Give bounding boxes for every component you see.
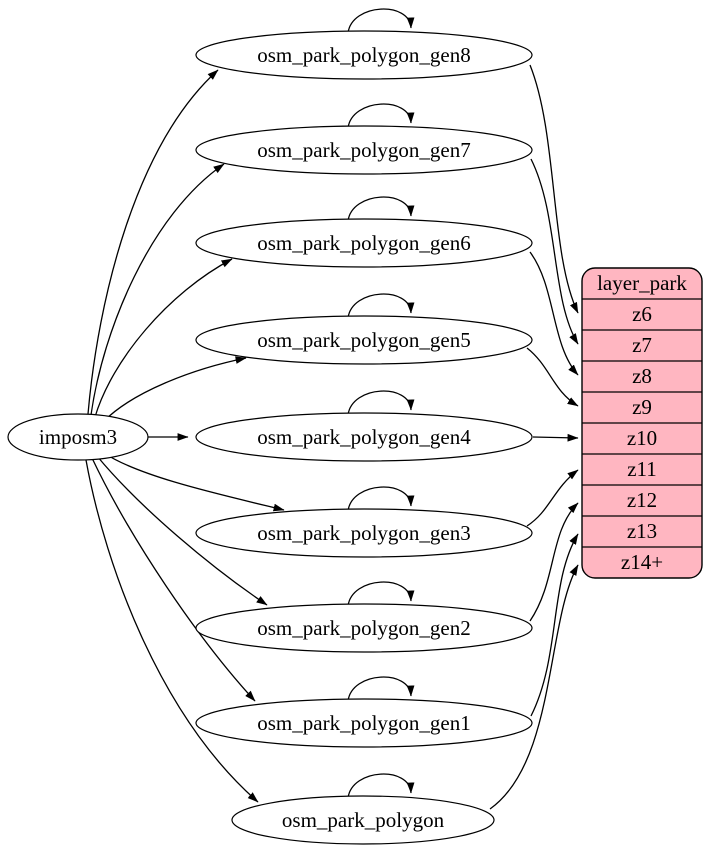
node-gen6 xyxy=(195,218,533,268)
row-z14: z14+ xyxy=(621,550,663,574)
row-z11: z11 xyxy=(627,457,657,481)
edge-gen4-z10 xyxy=(532,433,579,442)
row-z9: z9 xyxy=(632,395,652,419)
row-z12: z12 xyxy=(627,488,657,512)
node-gen2 xyxy=(195,603,533,653)
edge-gen6-z8 xyxy=(529,251,579,376)
node-gen1-label: osm_park_polygon_gen1 xyxy=(257,711,470,735)
node-gen3-label: osm_park_polygon_gen3 xyxy=(257,521,470,545)
layer-park-record: layer_park z6 z7 z8 z9 z10 z11 z12 z13 z… xyxy=(581,267,703,579)
self-loop-gen7 xyxy=(347,103,415,129)
edge-imposm3-gen3 xyxy=(103,452,285,512)
node-polygon-label: osm_park_polygon xyxy=(282,808,445,832)
node-gen1 xyxy=(195,698,533,748)
node-layer: imposm3 osm_park_polygon_gen8 osm_park_p… xyxy=(7,30,533,845)
node-gen4 xyxy=(195,412,533,462)
edge-layer xyxy=(85,8,579,810)
row-z7: z7 xyxy=(632,333,652,357)
edge-gen7-z7 xyxy=(530,158,579,345)
row-z10: z10 xyxy=(627,426,657,450)
node-gen5 xyxy=(195,315,533,365)
node-gen5-label: osm_park_polygon_gen5 xyxy=(257,328,470,352)
self-loop-gen4 xyxy=(347,390,415,416)
layer-park-title: layer_park xyxy=(597,271,687,295)
self-loop-gen8 xyxy=(347,8,415,34)
edge-imposm3-gen7 xyxy=(90,163,225,416)
node-gen8 xyxy=(195,30,533,80)
edge-gen3-z11 xyxy=(526,469,579,527)
node-gen7-label: osm_park_polygon_gen7 xyxy=(257,138,470,162)
node-imposm3 xyxy=(7,413,149,461)
self-loop-polygon xyxy=(347,773,415,799)
node-gen3 xyxy=(195,508,533,558)
node-gen2-label: osm_park_polygon_gen2 xyxy=(257,616,470,640)
node-polygon xyxy=(231,795,495,845)
edge-imposm3-gen8 xyxy=(87,69,219,415)
row-z6: z6 xyxy=(632,302,652,326)
node-imposm3-label: imposm3 xyxy=(39,425,117,449)
edge-imposm3-gen5 xyxy=(103,356,247,422)
self-loop-gen2 xyxy=(347,581,415,607)
self-loop-gen5 xyxy=(347,293,415,319)
node-gen7 xyxy=(195,125,533,175)
node-gen4-label: osm_park_polygon_gen4 xyxy=(257,425,471,449)
edge-polygon-z14 xyxy=(489,564,579,810)
edge-imposm3-gen6 xyxy=(94,258,233,418)
edge-imposm3-gen1 xyxy=(91,457,256,702)
edge-imposm3-polygon xyxy=(85,459,259,803)
edge-gen1-z13 xyxy=(530,533,579,717)
edge-gen5-z9 xyxy=(526,347,579,407)
row-z8: z8 xyxy=(632,364,652,388)
node-gen8-label: osm_park_polygon_gen8 xyxy=(257,43,470,67)
self-loop-gen6 xyxy=(347,196,415,222)
self-loop-gen1 xyxy=(347,676,415,702)
self-loop-gen3 xyxy=(347,486,415,512)
edge-gen8-z6 xyxy=(529,64,579,314)
node-gen6-label: osm_park_polygon_gen6 xyxy=(257,231,470,255)
edge-imposm3-gen2 xyxy=(96,455,268,606)
edge-gen2-z12 xyxy=(529,502,579,622)
row-z13: z13 xyxy=(627,519,657,543)
